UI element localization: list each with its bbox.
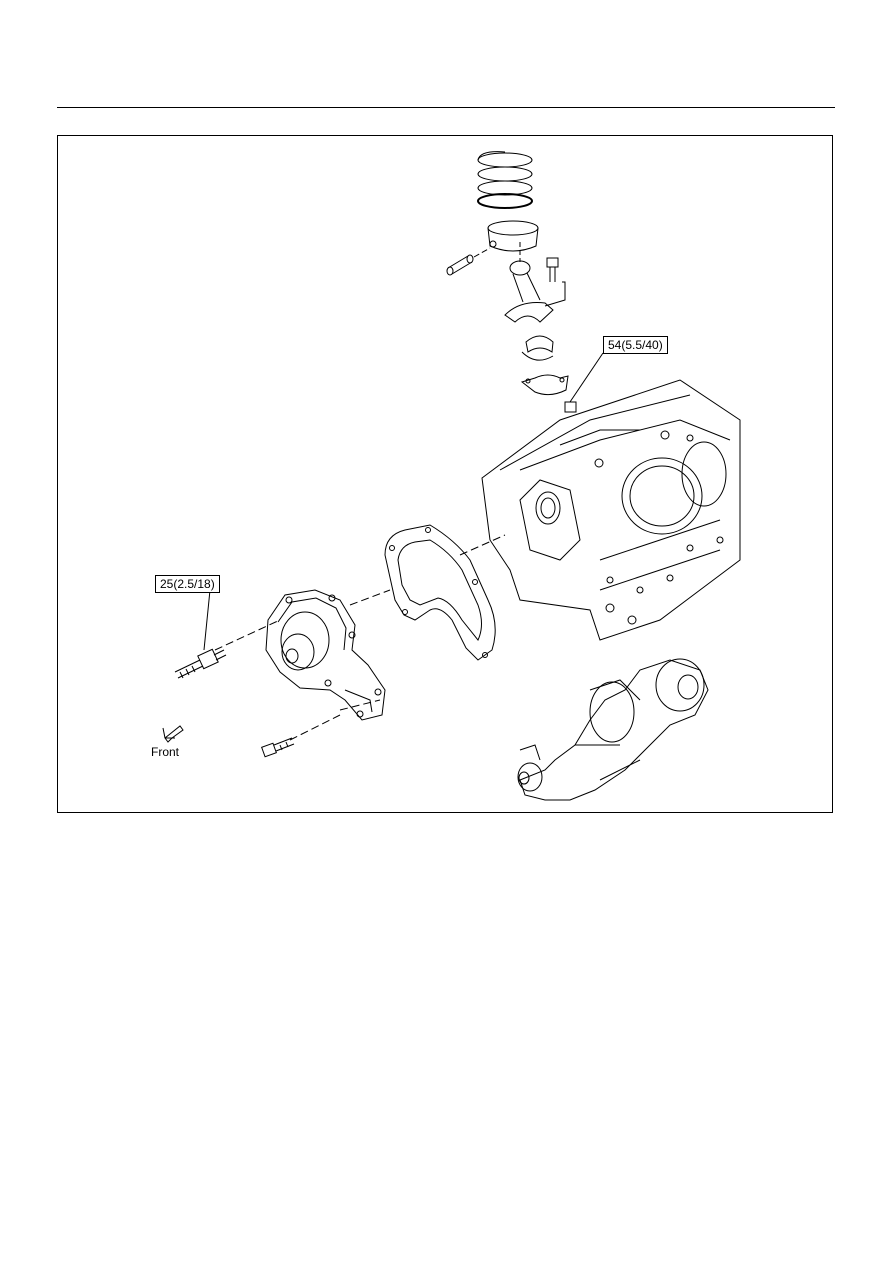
conrod-bearing-cap xyxy=(520,374,569,396)
piston-pin xyxy=(446,247,491,276)
conrod-bearings xyxy=(521,335,554,361)
crankshaft xyxy=(517,658,709,801)
cylinder-block xyxy=(481,379,741,641)
water-pump-stud-torque-callout: 25(2.5/18) xyxy=(155,575,220,593)
water-pump-stud xyxy=(174,589,227,679)
conrod-nut-torque-callout: 54(5.5/40) xyxy=(603,336,668,354)
piston xyxy=(487,220,539,252)
header-rule xyxy=(57,107,835,108)
conrod-bolt xyxy=(544,257,566,307)
diagram-frame xyxy=(57,135,833,813)
water-pump xyxy=(265,589,386,721)
alignment-lines xyxy=(214,534,506,741)
piston-rings xyxy=(477,151,533,209)
front-direction-label: Front xyxy=(151,745,180,759)
water-pump-gasket xyxy=(384,524,496,661)
connecting-rod xyxy=(504,242,554,323)
water-pump-bolt xyxy=(261,737,295,758)
conrod-nut xyxy=(564,352,604,413)
front-arrow-icon xyxy=(162,725,184,743)
